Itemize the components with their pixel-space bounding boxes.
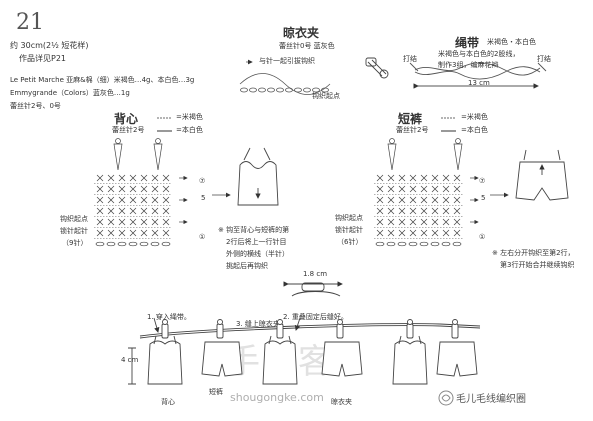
chain-stitch-mark xyxy=(240,87,248,93)
chain-stitch-mark xyxy=(294,87,302,93)
shorts-chart xyxy=(374,138,479,247)
shorts-row-7: ⑦ xyxy=(479,177,486,185)
vest-note-4: 挑起后再钩织 xyxy=(226,262,268,270)
cord-length: 13 cm xyxy=(468,79,490,87)
shorts-note-1: ※ 左右分开钩织至第2行， xyxy=(492,249,575,257)
clothes-pin-mark xyxy=(276,323,284,339)
chain-stitch-mark xyxy=(276,87,284,93)
chain-stitch-mark xyxy=(303,87,311,93)
chain-stitch-mark xyxy=(258,87,266,93)
vest-start-2: 锁针起针 xyxy=(60,227,88,235)
pattern-ref: 作品详见P21 xyxy=(19,54,67,63)
bottom-step-3: 3. 缝上晾衣夹。 xyxy=(236,320,287,328)
yarn-line-1: Le Petit Marche 亚麻&棉（细）米褐色…4g、本白色…3g xyxy=(10,76,195,84)
vest-row-1: ① xyxy=(199,233,206,241)
vest-start-3: （9针） xyxy=(62,239,88,247)
clothes-pin-mark xyxy=(336,323,344,339)
shorts-legend-2: =本白色 xyxy=(461,126,488,134)
clothes-line xyxy=(128,281,481,385)
shorts-start-2: 锁针起针 xyxy=(335,226,363,234)
vest-row-5: 5 xyxy=(201,194,206,202)
shorts-row-5: 5 xyxy=(481,194,486,202)
clothes-pin-icon xyxy=(365,57,389,79)
shorts-note-2: 第3行开始合并继续钩织 xyxy=(500,261,575,269)
watermark-brand: 毛儿毛线编织圈 xyxy=(456,394,526,405)
page-number: 21 xyxy=(16,10,44,35)
vest-mark xyxy=(147,340,183,385)
vest-chart xyxy=(94,138,188,247)
shorts-shape xyxy=(515,149,569,201)
bottom-label-clip: 晾衣夹 xyxy=(331,398,352,406)
vest-shape xyxy=(237,147,279,206)
size-label: 约 30cm(2½ 短花样) xyxy=(10,41,89,50)
clip-hook: 蕾丝针0号 蓝灰色 xyxy=(279,42,335,50)
shorts-row-1: ① xyxy=(479,233,486,241)
clip-chain-diagram xyxy=(239,59,331,95)
shorts-mark xyxy=(436,341,478,377)
shorts-title: 短裤 xyxy=(398,112,423,126)
vest-title: 背心 xyxy=(114,112,139,126)
cord-colors: 米褐色・本白色 xyxy=(487,38,536,46)
shorts-start-3: （6针） xyxy=(337,238,363,246)
shorts-start-1: 钩织起点 xyxy=(335,214,363,222)
shorts-hook: 蕾丝针2号 xyxy=(396,126,429,134)
chain-stitch-mark xyxy=(321,87,329,93)
shorts-mark xyxy=(321,341,363,377)
vest-row-7: ⑦ xyxy=(199,177,206,185)
watermark-logo-icon xyxy=(438,390,454,406)
bottom-label-vest: 背心 xyxy=(161,398,175,406)
clip-start: 钩织起点 xyxy=(312,92,340,100)
vest-legend-1: =米褐色 xyxy=(176,113,203,121)
hook-line: 蕾丝针2号、0号 xyxy=(10,102,61,110)
clothes-pin-mark xyxy=(451,323,459,339)
cord-knot-left: 打结 xyxy=(403,55,417,63)
vest-hook: 蕾丝针2号 xyxy=(112,126,145,134)
chain-stitch-mark xyxy=(249,87,257,93)
vest-start-1: 钩织起点 xyxy=(60,215,88,223)
clothes-pin-mark xyxy=(216,323,224,339)
bottom-label-shorts: 短裤 xyxy=(209,388,223,396)
chain-stitch-mark xyxy=(267,87,275,93)
bottom-height: 4 cm xyxy=(121,356,139,364)
shorts-legend-1: =米褐色 xyxy=(461,113,488,121)
legend-swatches xyxy=(157,117,456,132)
cord-title: 绳带 xyxy=(455,36,480,50)
vest-note-1: ※ 钩至背心与短裤的第 xyxy=(218,226,290,234)
yarn-line-2: Emmygrande（Colors）蓝灰色…1g xyxy=(10,89,130,97)
bottom-width: 1.8 cm xyxy=(303,270,328,278)
bottom-step-1: 1. 穿入绳带。 xyxy=(147,313,191,321)
vest-legend-2: =本白色 xyxy=(176,126,203,134)
cord-knot-right: 打结 xyxy=(537,55,551,63)
clothes-pin-mark xyxy=(161,323,169,339)
cord-desc-1: 米褐色与本白色的2股线， xyxy=(438,50,520,58)
clip-note: 与针一起引拔钩织 xyxy=(259,57,315,65)
chain-stitch-mark xyxy=(285,87,293,93)
chain-stitch-mark xyxy=(312,87,320,93)
clothes-pin-mark xyxy=(406,323,414,339)
clip-title: 晾衣夹 xyxy=(283,26,320,40)
vest-mark xyxy=(262,340,298,385)
cord-diagram xyxy=(409,62,547,89)
watermark-site: shougongke.com xyxy=(230,391,324,404)
vest-note-3: 外侧的横线（半针） xyxy=(226,250,289,258)
vest-note-2: 2行后将上一行针目 xyxy=(226,238,287,246)
bottom-step-2: 2. 重叠固定后缝好。 xyxy=(283,313,348,321)
shorts-mark xyxy=(201,341,243,377)
hanging-garments xyxy=(147,319,478,385)
vest-mark xyxy=(392,340,428,385)
